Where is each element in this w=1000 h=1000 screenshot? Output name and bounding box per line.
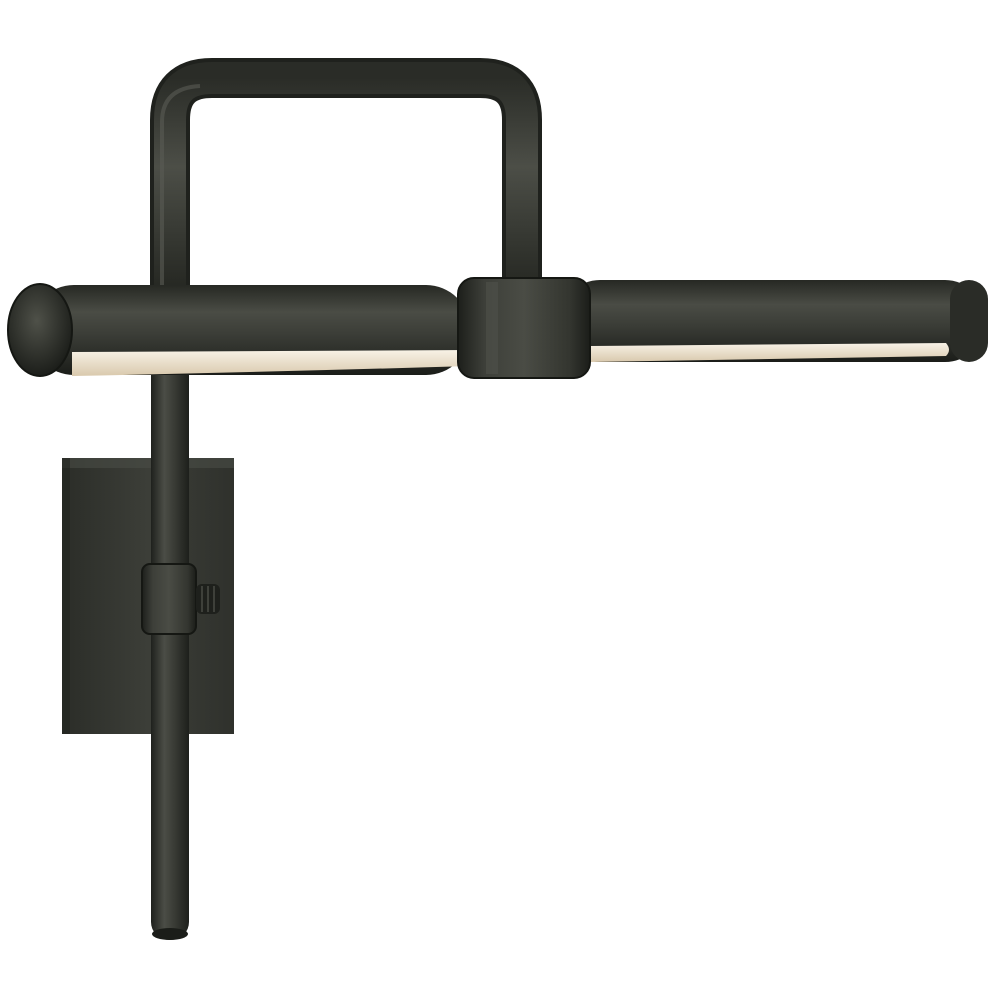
stem-clamp [141, 563, 197, 635]
top-arm [150, 58, 542, 320]
center-coupler [457, 277, 591, 379]
adjustment-knob [196, 584, 220, 614]
left-end-cap [8, 284, 72, 376]
stem-end [152, 928, 188, 940]
right-diffuser [590, 343, 949, 362]
right-end-cap [950, 280, 988, 362]
light-bar [7, 280, 988, 377]
left-diffuser [72, 350, 470, 376]
